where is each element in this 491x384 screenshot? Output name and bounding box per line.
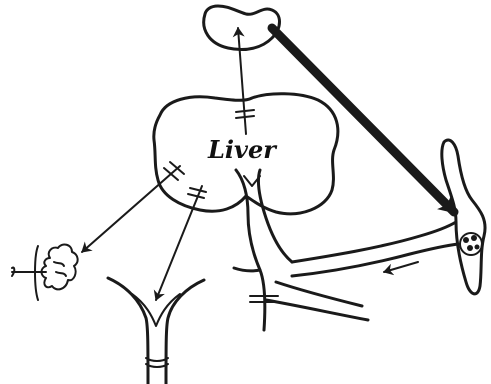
vessel-branch-left	[234, 268, 260, 271]
fork-left-arm	[108, 278, 148, 384]
thick-arrow-to-lymph-node	[272, 28, 454, 212]
tick-mark	[188, 194, 204, 198]
lymph-node-cell	[475, 245, 480, 250]
vessel-branch-right	[276, 282, 362, 306]
lymph-node-ring	[460, 233, 482, 255]
gland-detail	[54, 262, 66, 276]
tick-mark	[236, 110, 254, 112]
liver-label: Liver	[207, 135, 278, 164]
arrow-to-gland	[82, 166, 180, 252]
lymph-node-cell	[463, 237, 469, 243]
vessel-to-right	[292, 244, 458, 276]
gland-shape	[42, 245, 78, 290]
tick-mark	[190, 188, 206, 192]
right-vessel-shape	[442, 140, 485, 294]
flow-arrow	[384, 262, 418, 272]
lymph-node-cell	[471, 235, 477, 241]
vessel-trunk	[258, 170, 292, 262]
vessel-to-right	[292, 222, 456, 262]
tick-mark	[236, 116, 254, 118]
fork-right-arm	[166, 280, 204, 384]
gland-stalk	[12, 267, 46, 276]
lymph-node-cell	[467, 245, 473, 251]
